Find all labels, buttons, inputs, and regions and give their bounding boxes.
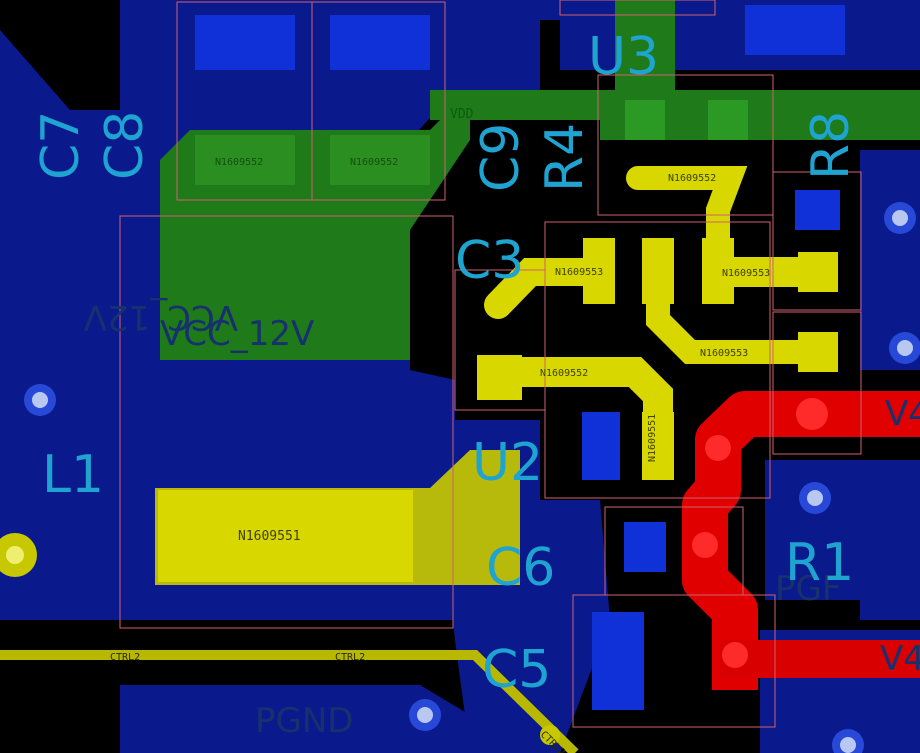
vdd-trace [430,90,920,140]
net-labels: VCC_12V VCC_12V PGND PGF V4 V4 VDD CTRL2… [84,107,920,753]
outline-c8 [311,1,446,201]
pour-bottom-left [120,685,470,753]
net-label-ctrl2-a: CTRL2 [110,652,140,663]
u3-top-trace [615,0,675,100]
refdes-u2: U2 [472,433,543,493]
r8-pad [798,252,838,292]
refdes-c6: C6 [486,538,555,598]
outline-u2 [544,221,771,499]
refdes-r1: R1 [785,533,854,593]
refdes-c9: C9 [471,123,531,192]
refdes-u3: U3 [588,27,659,87]
u2-pad-4 [642,412,674,480]
outline-r1 [772,311,862,455]
via [540,725,560,745]
component-outlines [119,0,862,728]
reference-designators: C7 C8 C9 R4 U3 R8 C3 U2 L1 C6 C5 R1 [31,27,861,700]
via [692,532,718,558]
refdes-c5: C5 [482,640,551,700]
refdes-c3: C3 [455,231,524,291]
via-hole [32,392,48,408]
pad [745,5,845,55]
pad [592,612,644,710]
ctrl2-trace [0,650,579,753]
net-label-vdd: VDD [450,107,474,122]
via-hole [807,490,823,506]
net-label-n1609552-pad: N1609552 [668,173,716,184]
outline-l1 [119,215,454,629]
net-label-n1609552-trace: N1609552 [540,368,588,379]
via-hole [892,210,908,226]
via-hole [417,707,433,723]
yellow-copper [0,166,838,753]
pour-left-band [0,30,120,620]
outline-u3 [559,0,716,16]
refdes-l1: L1 [42,445,104,505]
net-label-v4-bottom: V4 [880,639,920,679]
net-label-n1609553-trace: N1609553 [700,348,748,359]
u2-pad-2 [642,238,674,304]
net-label-ctrl2-b: CTRL2 [335,652,365,663]
pad [582,412,620,480]
refdes-c8: C8 [95,111,155,180]
net-label-v4-top: V4 [885,394,920,434]
net-label-vcc12-a: VCC_12V [84,297,238,337]
pad [795,190,840,230]
via-hole [6,546,24,564]
net-label-u2-pad: N1609551 [647,414,658,462]
blue-pads [195,5,845,710]
via-hole [840,737,856,753]
n1609553-trace [484,258,614,319]
net-label-n1609553-c3: N1609553 [555,267,603,278]
r1-top-pad [798,332,838,372]
net-label-pgnd: PGND [255,701,353,741]
refdes-r4: R4 [535,123,595,192]
pad [195,15,295,70]
u3-pad-2 [708,100,748,140]
u2-pad-3 [702,238,734,304]
pour-top-strip [490,0,920,70]
pad [624,522,666,572]
net-label-green-pad-b: N1609552 [350,157,398,168]
u2-pad-1 [583,238,615,304]
net-label-n1609551-pad: N1609551 [238,529,301,544]
outline-c5 [572,594,776,728]
vcc12-pad-b [330,135,430,185]
refdes-c7: C7 [31,111,91,180]
vcc12-pad-a [195,135,295,185]
refdes-r8: R8 [801,111,861,180]
l1-pad [158,490,413,582]
u3-pad-1 [625,100,665,140]
pad [330,15,430,70]
outline-r8 [772,171,862,311]
via-hole [897,340,913,356]
net-label-n1609553-r8: N1609553 [722,268,770,279]
pour-left-lower [0,470,80,620]
green-copper [160,0,920,360]
via [722,642,748,668]
net-label-pgf: PGF [775,569,841,609]
outline-r4 [597,74,774,216]
vias [0,202,920,753]
via [705,435,731,461]
net-label-green-pad-a: N1609552 [215,157,263,168]
v4-lower-trace [720,640,920,678]
net-label-vcc12-b: VCC_12V [160,314,314,354]
via [796,398,828,430]
